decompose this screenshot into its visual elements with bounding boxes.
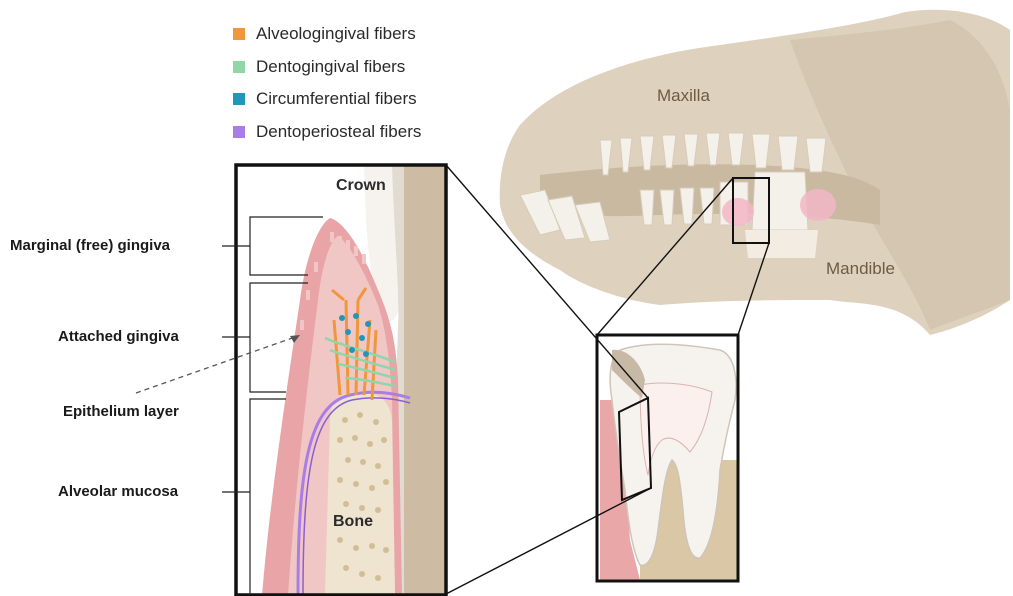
legend-item-dentoperiosteal: Dentoperiosteal fibers bbox=[233, 116, 421, 149]
label-attached-gingiva: Attached gingiva bbox=[58, 328, 179, 345]
legend-label: Alveologingival fibers bbox=[256, 24, 416, 44]
blue-square-icon bbox=[233, 93, 245, 105]
molar-inset bbox=[597, 335, 738, 581]
legend-item-dentogingival: Dentogingival fibers bbox=[233, 51, 421, 84]
legend-item-circumferential: Circumferential fibers bbox=[233, 83, 421, 116]
label-mandible: Mandible bbox=[826, 259, 895, 279]
purple-square-icon bbox=[233, 126, 245, 138]
label-maxilla: Maxilla bbox=[657, 86, 710, 106]
label-epithelium-layer: Epithelium layer bbox=[63, 403, 179, 420]
legend-item-alveologingival: Alveologingival fibers bbox=[233, 18, 421, 51]
legend-label: Circumferential fibers bbox=[256, 89, 417, 109]
green-square-icon bbox=[233, 61, 245, 73]
legend-label: Dentoperiosteal fibers bbox=[256, 122, 421, 142]
orange-square-icon bbox=[233, 28, 245, 40]
legend-label: Dentogingival fibers bbox=[256, 57, 405, 77]
label-alveolar-mucosa: Alveolar mucosa bbox=[58, 483, 178, 500]
legend: Alveologingival fibers Dentogingival fib… bbox=[233, 18, 421, 148]
label-bone: Bone bbox=[333, 513, 373, 531]
label-marginal-gingiva: Marginal (free) gingiva bbox=[10, 237, 170, 254]
label-crown: Crown bbox=[336, 177, 386, 195]
